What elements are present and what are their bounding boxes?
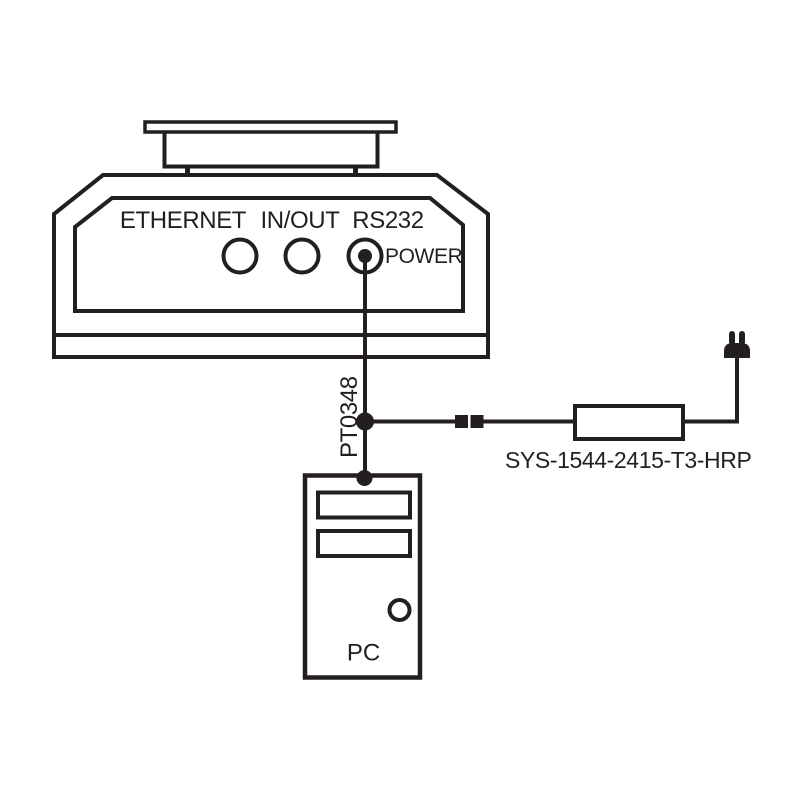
power-adapter-body [573,404,685,441]
platform-base [162,127,380,169]
mains-cord-wire [683,356,739,424]
wire-junction-dot [356,412,374,431]
rs232-port-label: RS232 [352,207,423,234]
pc-label: PC [347,640,380,667]
pc-tower: PC [302,470,423,680]
power-adapter-label: SYS-1544-2415-T3-HRP [505,447,751,473]
wiring: SYS-1544-2415-T3-HRP PT0348 [336,256,752,478]
dc-connector-socket-half [470,415,484,428]
pc-drive-bay-top [316,490,412,520]
power-jack-label: POWER [385,245,463,268]
device-body: ETHERNET IN/OUT RS232 POWER [52,173,490,359]
inout-port-label: IN/OUT [261,207,341,234]
plug-body [724,343,750,358]
device-platform [143,120,398,177]
platform-top-plate [143,120,398,134]
plug-right-prong [739,331,745,345]
pc-drive-bay-bottom [316,529,412,558]
ethernet-port-circle [221,237,259,275]
ethernet-port-label: ETHERNET [120,207,247,234]
pc-connection-dot [356,470,373,486]
plug-left-prong [729,331,735,345]
dc-connector-plug-half [455,415,468,428]
pc-power-button [387,598,412,622]
power-plug-icon [724,331,750,358]
inout-port-circle [283,237,321,275]
